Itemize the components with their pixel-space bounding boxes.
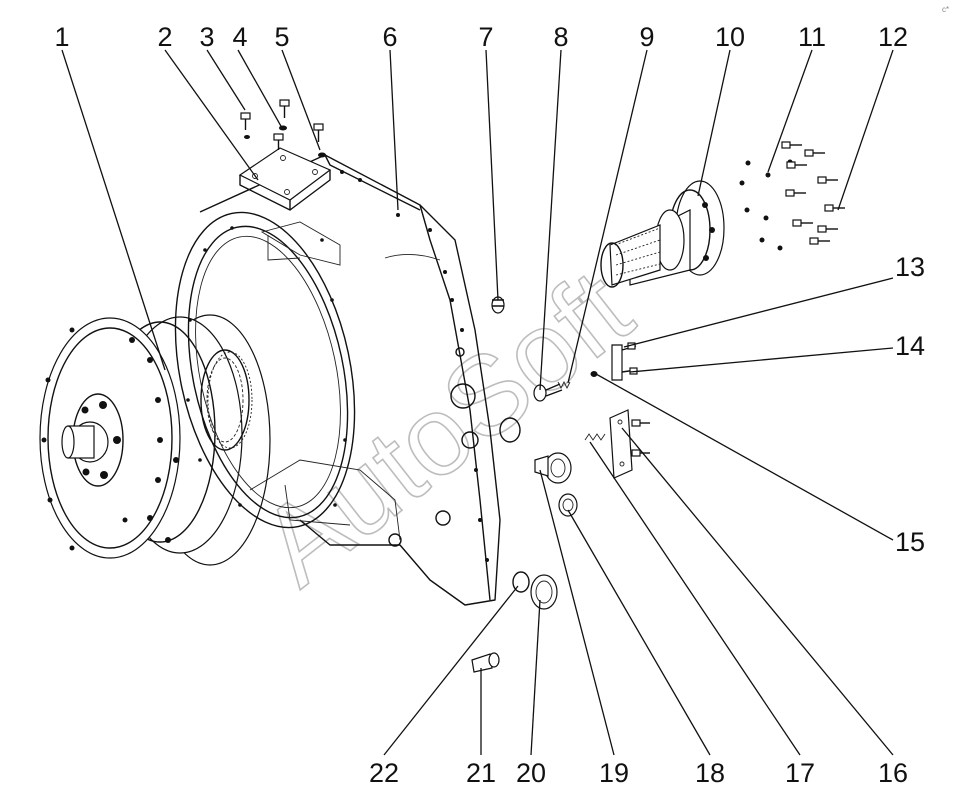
part-cover-bolts [240,99,326,158]
callout-3: 3 [199,22,214,52]
callout-17: 17 [785,758,815,788]
part-seal-ring [499,417,521,443]
part-large-fitting [530,574,558,610]
callout-1: 1 [54,22,69,52]
part-spring [584,433,606,441]
callout-12: 12 [878,22,908,52]
part-output-shaft [600,180,725,288]
part-pin [533,380,571,402]
callout-16: 16 [878,758,908,788]
part-bracket [590,342,638,381]
part-cover-plate [238,147,332,211]
callout-8: 8 [553,22,568,52]
callout-9: 9 [639,22,654,52]
part-flange-bolts [739,141,845,251]
part-plate [609,409,650,479]
callout-13: 13 [895,252,925,282]
callout-22: 22 [369,758,399,788]
callout-4: 4 [232,22,247,52]
part-plug [558,493,578,517]
leader-lines [61,49,894,756]
part-nipple [471,652,500,673]
callout-18: 18 [695,758,725,788]
part-housing [174,154,501,606]
callout-10: 10 [715,22,745,52]
part-elbow-fitting [534,452,572,484]
watermark: AutoSoft [237,245,654,610]
callout-11: 11 [798,22,826,52]
corner-mark: c* [942,5,949,14]
part-flywheel [39,314,271,566]
callout-19: 19 [599,758,629,788]
callout-5: 5 [274,22,289,52]
part-o-ring [512,571,530,593]
callout-6: 6 [382,22,397,52]
callout-14: 14 [895,331,925,361]
callout-2: 2 [157,22,172,52]
callout-labels: 1 2 3 4 5 6 7 8 9 10 11 12 13 14 15 16 1… [54,22,925,788]
watermark-text: AutoSoft [238,246,654,609]
callout-7: 7 [478,22,493,52]
callout-20: 20 [516,758,546,788]
callout-21: 21 [466,758,496,788]
callout-15: 15 [895,527,925,557]
